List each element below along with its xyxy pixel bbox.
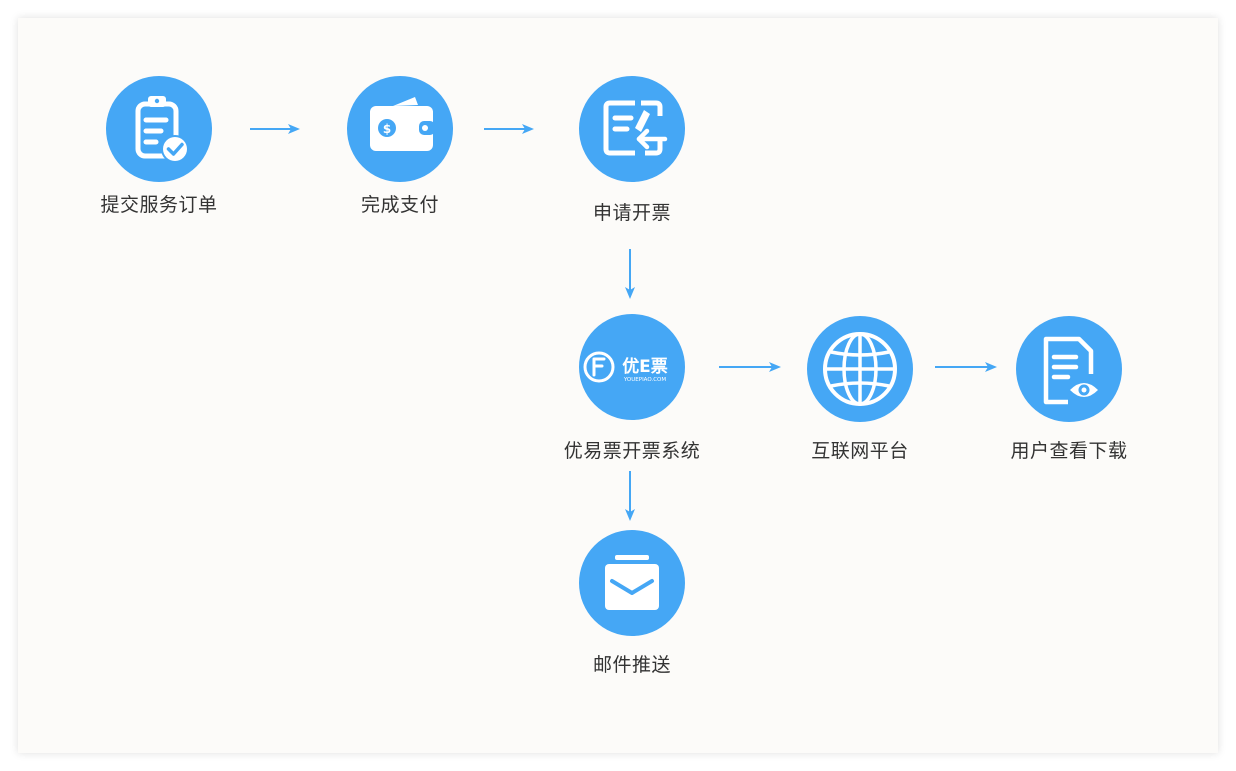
flow-arrow-right <box>935 362 997 372</box>
svg-text:$: $ <box>383 122 391 136</box>
step-complete-payment-node: $ <box>347 76 453 182</box>
flow-diagram-canvas: 提交服务订单 $ 完成支付 申请开票 <box>18 18 1218 753</box>
step-submit-order-node <box>106 76 212 182</box>
document-view-icon <box>1043 336 1098 405</box>
youepiao-logo-icon: 优E票 YOUEPIAO.COM <box>583 351 668 383</box>
step-internet-platform-label: 互联网平台 <box>811 440 909 462</box>
logo-wordmark: 优E票 <box>622 356 668 377</box>
step-internet-platform-node <box>807 316 913 422</box>
globe-icon <box>823 332 897 406</box>
flow-arrow-right <box>719 362 781 372</box>
step-youepiao-system-label: 优易票开票系统 <box>563 440 701 462</box>
flow-arrow-down <box>625 249 635 299</box>
step-email-push-label: 邮件推送 <box>592 654 671 676</box>
flow-arrow-down <box>625 471 635 521</box>
step-user-view-download-label: 用户查看下载 <box>1010 440 1128 462</box>
step-youepiao-system-node: 优E票 YOUEPIAO.COM <box>579 314 685 420</box>
flow-arrow-right <box>250 124 300 134</box>
step-apply-invoice-label: 申请开票 <box>592 202 671 224</box>
clipboard-check-icon <box>135 96 189 163</box>
step-user-view-download-node <box>1016 316 1122 422</box>
step-complete-payment-label: 完成支付 <box>360 194 439 216</box>
step-apply-invoice-node <box>579 76 685 182</box>
invoice-request-icon <box>603 100 668 156</box>
envelope-icon <box>605 555 659 610</box>
wallet-icon: $ <box>370 97 435 151</box>
logo-domain: YOUEPIAO.COM <box>623 377 667 383</box>
step-email-push-node <box>579 530 685 636</box>
step-submit-order-label: 提交服务订单 <box>100 194 218 216</box>
flow-arrow-right <box>484 124 534 134</box>
